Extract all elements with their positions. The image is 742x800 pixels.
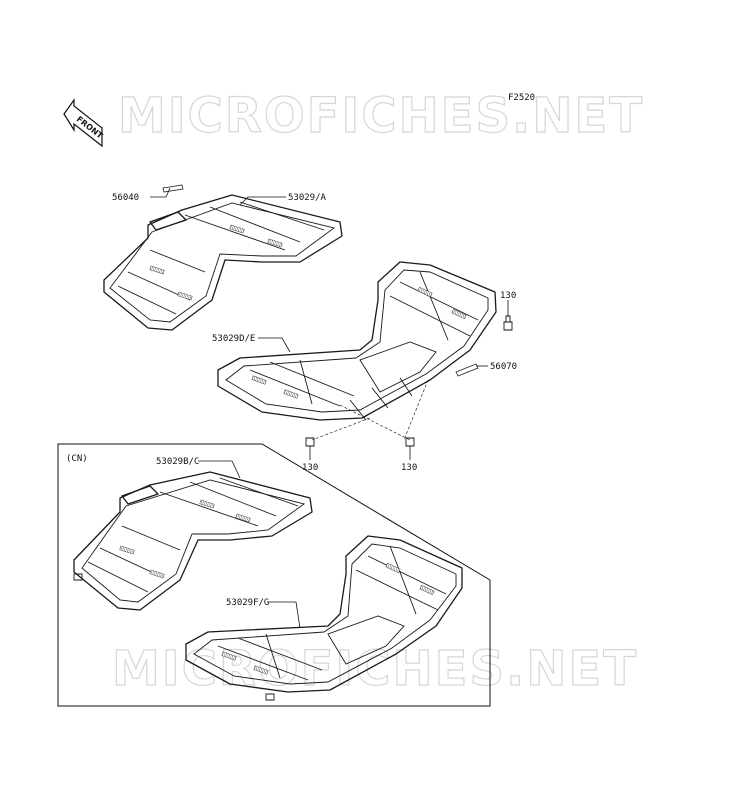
watermark-top: MICROFICHES.NET xyxy=(118,88,644,144)
assembly-lines xyxy=(311,379,429,441)
front-arrow-icon: FRONT xyxy=(63,98,105,148)
variant-box xyxy=(57,443,491,707)
rear-carrier-fg xyxy=(185,535,463,701)
part-label-53029a: 53029/A xyxy=(288,193,327,203)
part-label-130-left: 130 xyxy=(302,463,318,473)
rear-carrier-de xyxy=(217,261,497,421)
front-carrier-bc xyxy=(73,471,313,611)
bolt-icon-right xyxy=(503,315,513,331)
bolt-icon-mid xyxy=(405,437,415,447)
part-label-53029bc: 53029B/C xyxy=(156,457,199,467)
part-label-53029de: 53029D/E xyxy=(212,334,255,344)
leader-lines xyxy=(150,187,509,629)
bolt-icon-left xyxy=(305,437,315,447)
part-label-56040: 56040 xyxy=(112,193,139,203)
part-label-130-mid: 130 xyxy=(401,463,417,473)
figure-code: F2520 xyxy=(508,93,535,103)
watermark-bottom: MICROFICHES.NET xyxy=(112,641,638,697)
front-carrier-a xyxy=(103,194,343,331)
part-label-56070: 56070 xyxy=(490,362,517,372)
label-plate-56070 xyxy=(455,363,479,377)
label-plate-56040 xyxy=(162,184,184,193)
variant-label: (CN) xyxy=(66,454,88,464)
part-label-53029fg: 53029F/G xyxy=(226,598,269,608)
part-label-130-right: 130 xyxy=(500,291,516,301)
